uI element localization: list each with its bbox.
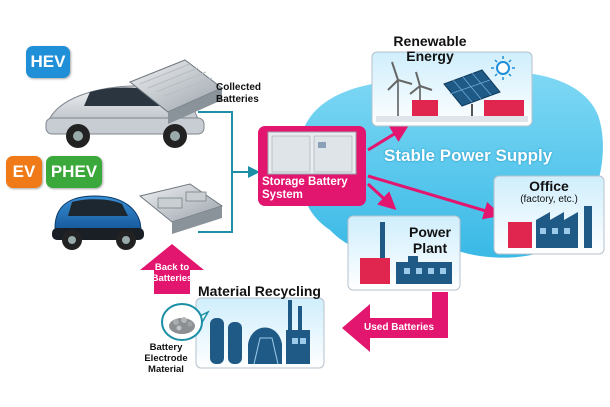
stable-power-supply-label: Stable Power Supply [384,146,553,165]
back-to-batteries-arrow [140,244,204,294]
ev-badge: EV [6,156,42,188]
used-batteries-arrow [342,292,448,352]
storage-battery-system-box [258,126,366,206]
power-plant-panel [347,215,461,291]
hev-badge: HEV [26,46,70,78]
hev-battery-pack-image [129,59,223,124]
renewable-energy-panel [371,51,533,127]
used-batteries-label: Used Batteries [364,322,435,333]
ev-battery-pack-image [138,183,224,234]
office-label: Office [529,178,569,194]
electrode-material-bubble [161,303,210,341]
material-recycling-panel [195,297,325,369]
distribution-arrows [366,124,502,220]
office-panel [493,175,605,255]
phev-badge: PHEV [46,156,102,188]
office-sub-label: (factory, etc.) [520,194,578,205]
material-recycling-label: Material Recycling [198,283,321,299]
ev-car-image [52,195,144,250]
collected-batteries-connector [198,111,260,233]
